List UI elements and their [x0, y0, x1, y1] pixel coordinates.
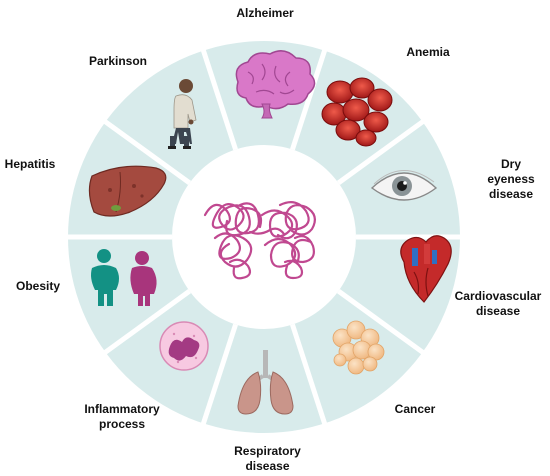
obese-people-icon	[91, 249, 157, 306]
inflammatory-line-2: process	[98, 417, 146, 431]
obesity-text: Obesity	[15, 279, 60, 293]
liver-icon	[88, 165, 167, 217]
ring-dividers	[66, 47, 462, 427]
eye-icon	[370, 170, 438, 201]
protein-structure-icon	[203, 200, 317, 280]
label-anemia: Anemia	[388, 45, 468, 60]
ring-divider	[102, 118, 192, 185]
elderly-person-icon	[168, 79, 197, 149]
label-cardiovascular: Cardiovascular disease	[448, 289, 548, 319]
ring-divider	[290, 47, 328, 151]
parkinson-text: Parkinson	[88, 54, 148, 68]
immune-cell-icon	[159, 321, 209, 371]
label-hepatitis: Hepatitis	[0, 157, 60, 172]
cancer-text: Cancer	[394, 402, 436, 416]
respiratory-line-1: Respiratory	[234, 444, 301, 458]
dry-eye-line-3: disease	[488, 187, 534, 201]
lungs-icon	[237, 350, 294, 415]
red-blood-cells-icon	[321, 77, 393, 147]
label-alzheimer: Alzheimer	[225, 6, 305, 21]
ring-divider	[336, 289, 426, 356]
inflammatory-line-1: Inflammatory	[84, 402, 160, 416]
respiratory-line-2: disease	[245, 459, 290, 473]
label-respiratory: Respiratory disease	[225, 444, 310, 474]
ring-divider	[290, 323, 328, 427]
cardiovascular-line-2: disease	[475, 304, 521, 318]
dry-eye-line-2: eyeness	[487, 172, 535, 186]
dry-eye-line-1: Dry	[500, 157, 521, 171]
label-inflammatory: Inflammatory process	[72, 402, 172, 432]
label-cancer: Cancer	[380, 402, 450, 417]
label-dry-eye: Dry eyeness disease	[476, 157, 546, 202]
label-obesity: Obesity	[8, 279, 68, 294]
ring-divider	[336, 118, 426, 185]
brain-icon	[235, 50, 316, 119]
ring-divider	[102, 289, 192, 356]
ring-divider	[200, 47, 238, 151]
label-parkinson: Parkinson	[78, 54, 158, 69]
ring-divider	[200, 323, 238, 427]
tumor-cells-icon	[332, 320, 385, 375]
center-disc	[172, 145, 356, 329]
alzheimer-text: Alzheimer	[236, 6, 294, 20]
heart-icon	[400, 235, 452, 303]
cardiovascular-line-1: Cardiovascular	[454, 289, 542, 303]
hepatitis-text: Hepatitis	[4, 157, 56, 171]
anemia-text: Anemia	[406, 45, 450, 59]
